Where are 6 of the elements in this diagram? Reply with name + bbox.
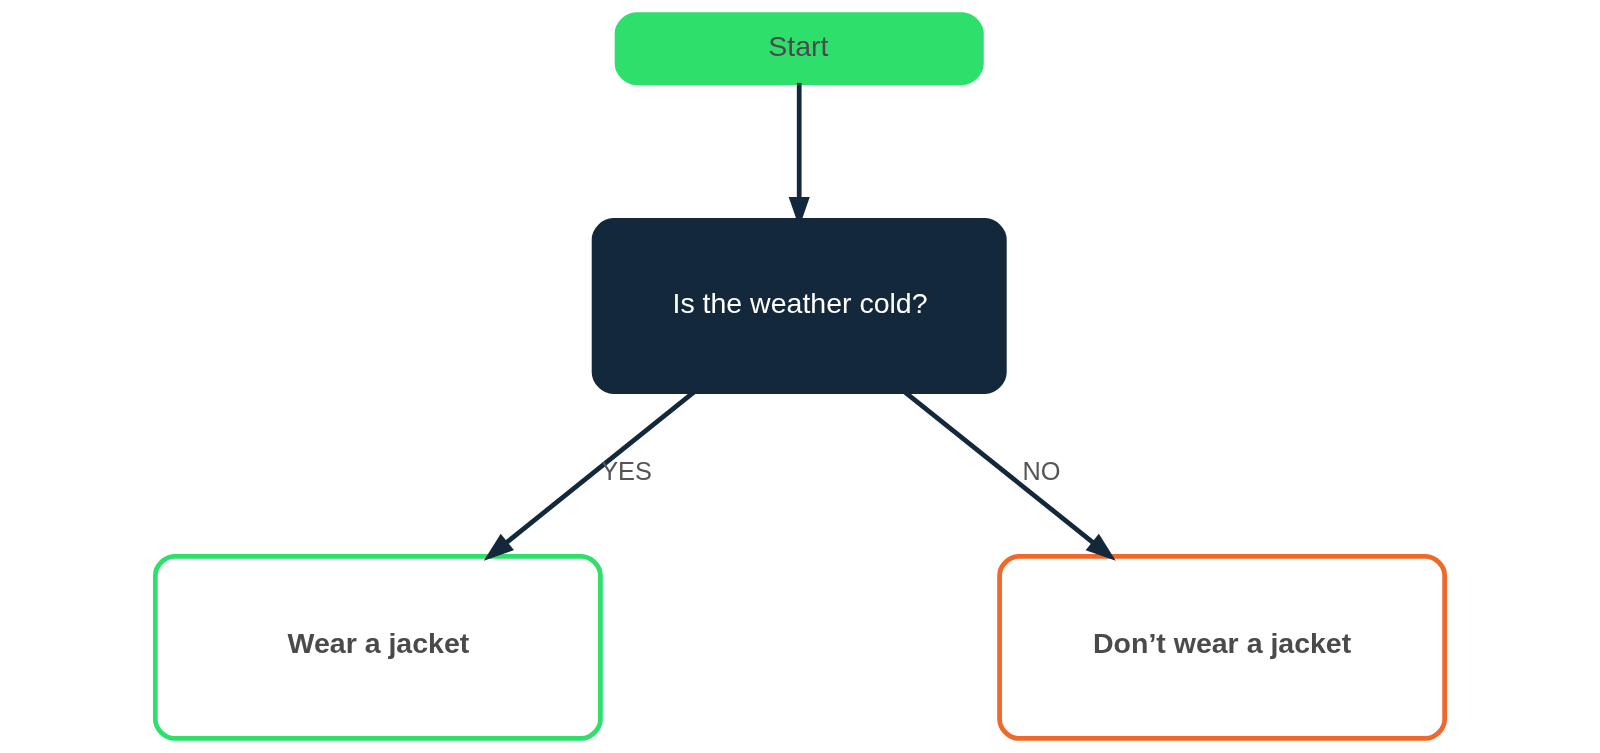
node-box: Is the weather cold? bbox=[591, 218, 1007, 394]
node-box: Start bbox=[614, 12, 984, 86]
node-box: Don’t wear a jacket bbox=[997, 553, 1448, 741]
node-box: Wear a jacket bbox=[152, 553, 603, 741]
edge-label: NO bbox=[1022, 456, 1061, 485]
edge-label: YES bbox=[601, 456, 652, 485]
